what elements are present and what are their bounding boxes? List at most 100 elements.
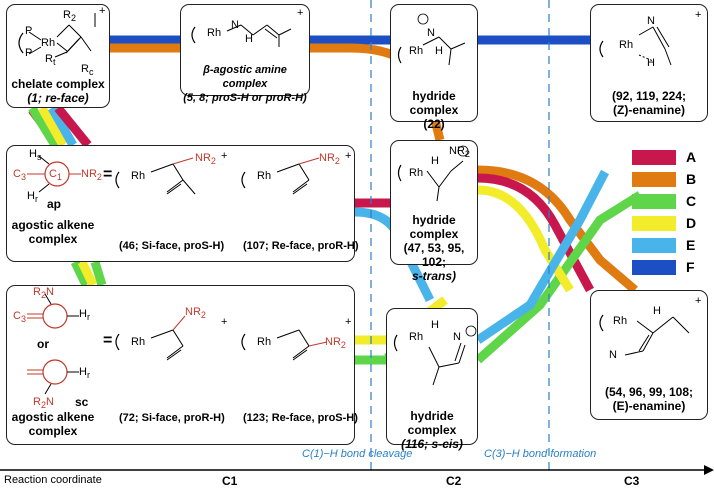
sc-structure-72 — [115, 315, 186, 361]
sc-label: agostic alkene complex — [11, 410, 95, 438]
e-enamine-structure — [599, 314, 690, 356]
e-enamine-caption: (54, 96, 99, 108; (E)-enamine) — [604, 385, 694, 413]
ap-rh-46: Rh — [131, 170, 146, 182]
chelate-rt: Rt — [45, 53, 56, 68]
hydride-cis-caption: hydride complex (116; s-cis) — [401, 409, 463, 451]
hydride-trans-nr2: NR2 — [449, 145, 470, 160]
legend-label-F: F — [686, 259, 695, 275]
box-z-enamine: Rh N H + (92, 119, 224; (Z)-enamine) — [590, 4, 708, 122]
ap-label: agostic alkene complex — [11, 218, 95, 246]
ap-nr2-107: NR2 — [319, 152, 340, 167]
chelate-charge: + — [99, 5, 106, 17]
hydride-cis-h: H — [431, 319, 439, 331]
ap-charge-46: + — [221, 150, 228, 162]
ap-tag: ap — [47, 197, 62, 211]
e-enamine-charge: + — [695, 295, 702, 307]
path-A2 — [54, 105, 92, 148]
hydride-cis-rh: Rh — [409, 331, 424, 343]
legend-label-B: B — [686, 171, 697, 187]
e-enamine-rh: Rh — [613, 315, 628, 327]
zone-label-c1: C1 — [222, 474, 238, 488]
ap-newman-structure — [27, 155, 81, 193]
zone-label-c2: C2 — [446, 474, 462, 488]
beta-agostic-structure — [191, 24, 292, 47]
chelate-structure — [18, 13, 96, 58]
z-enamine-rh: Rh — [619, 39, 634, 51]
hydride-cis-n: N — [453, 331, 461, 343]
sc-caption-123: (123; Re-face, proS-H) — [243, 412, 358, 424]
sc-charge-72: + — [221, 316, 228, 328]
axis-arrowhead — [704, 465, 714, 475]
chelate-rh: Rh — [41, 37, 56, 49]
hydride22-structure — [397, 13, 466, 66]
legend-label-E: E — [686, 237, 696, 253]
legend-label-D: D — [686, 215, 697, 231]
hydride-trans-h: H — [431, 155, 439, 167]
sc-c3-1: C3 — [13, 310, 26, 325]
legend-swatch-C — [632, 194, 676, 209]
sc-structure-123 — [241, 329, 328, 361]
ap-caption-107: (107; Re-face, proR-H) — [243, 240, 359, 252]
beta-caption: β-agostic amine complex (5, 8; proS-H or… — [183, 64, 307, 104]
hydride-trans-rh: Rh — [409, 167, 424, 179]
beta-n: N — [231, 19, 239, 31]
ap-nr2-46: NR2 — [195, 152, 216, 167]
z-enamine-charge: + — [695, 9, 702, 21]
sc-r2n-1: R2N — [33, 286, 54, 301]
sc-rh-72: Rh — [131, 336, 146, 348]
box-hydride-22: Rh N H hydride complex (22) — [390, 4, 478, 131]
box-hydride-s-trans: Rh H NR2 hydride complex (47, 53, 95, 10… — [390, 140, 478, 283]
legend-label-C: C — [686, 193, 697, 209]
phase-label-formation: C(3)−H bond formation — [484, 448, 597, 460]
beta-charge: + — [297, 7, 304, 19]
path-D — [38, 105, 574, 345]
chelate-r2: R2 — [63, 9, 76, 24]
e-enamine-h: H — [653, 305, 661, 317]
legend-swatch-A — [632, 150, 676, 165]
sc-tag: sc — [75, 395, 89, 409]
axis-label: Reaction coordinate — [4, 474, 102, 486]
ap-charge-107: + — [345, 150, 352, 162]
hydride22-n: N — [427, 27, 435, 39]
chelate-p2: P — [25, 47, 33, 59]
sc-nr2-123: NR2 — [325, 336, 346, 351]
ap-nr2: NR2 — [81, 168, 102, 183]
hydride-trans-caption: hydride complex (47, 53, 95, 102; s-tran… — [403, 213, 465, 283]
z-enamine-structure — [599, 26, 672, 66]
ap-caption-46: (46; Si-face, proS-H) — [119, 240, 225, 252]
e-enamine-n: N — [609, 349, 617, 361]
hydride22-caption: hydride complex (22) — [409, 89, 459, 131]
hydride-cis-structure — [393, 325, 477, 386]
sc-nr2-72: NR2 — [185, 306, 206, 321]
legend-swatch-D — [632, 216, 676, 231]
sc-equals: = — [103, 332, 113, 349]
ap-hr: Hr — [27, 190, 38, 205]
legend-swatch-F — [632, 260, 676, 275]
sc-newman-structure-2 — [27, 359, 79, 395]
chelate-p1: P — [25, 25, 33, 37]
legend-swatch-B — [632, 172, 676, 187]
box-agostic-alkene-sc: R2N C3 Hr or Hr R2N sc = agostic alkene … — [6, 285, 358, 445]
ap-equals: = — [103, 166, 113, 183]
sc-charge-123: + — [345, 316, 352, 328]
box-beta-agostic-amine: Rh N H + β-agostic amine complex (5, 8; … — [180, 4, 310, 104]
path-D2 — [77, 260, 98, 287]
legend-label-A: A — [686, 149, 697, 165]
box-chelate-complex: P P Rh R2 Rt Rc + chelate complex (1; re… — [6, 4, 110, 108]
phase-label-cleavage: C(1)−H bond cleavage — [302, 448, 413, 460]
sc-hr-2: Hr — [79, 366, 90, 381]
z-enamine-h: H — [647, 57, 655, 69]
ap-structure-46 — [115, 157, 196, 195]
hydride22-rh: Rh — [409, 45, 424, 57]
ap-structure-107 — [241, 157, 320, 195]
ap-rh-107: Rh — [257, 170, 272, 182]
sc-r2n-2: R2N — [33, 396, 54, 411]
beta-rh: Rh — [207, 27, 222, 39]
box-agostic-alkene-ap: C3 C1 NR2 Hs Hr ap = agostic alkene comp… — [6, 145, 359, 262]
chelate-rc: Rc — [81, 63, 94, 78]
z-enamine-caption: (92, 119, 224; (Z)-enamine) — [611, 89, 687, 117]
z-enamine-n: N — [647, 15, 655, 27]
beta-h: H — [245, 33, 253, 45]
